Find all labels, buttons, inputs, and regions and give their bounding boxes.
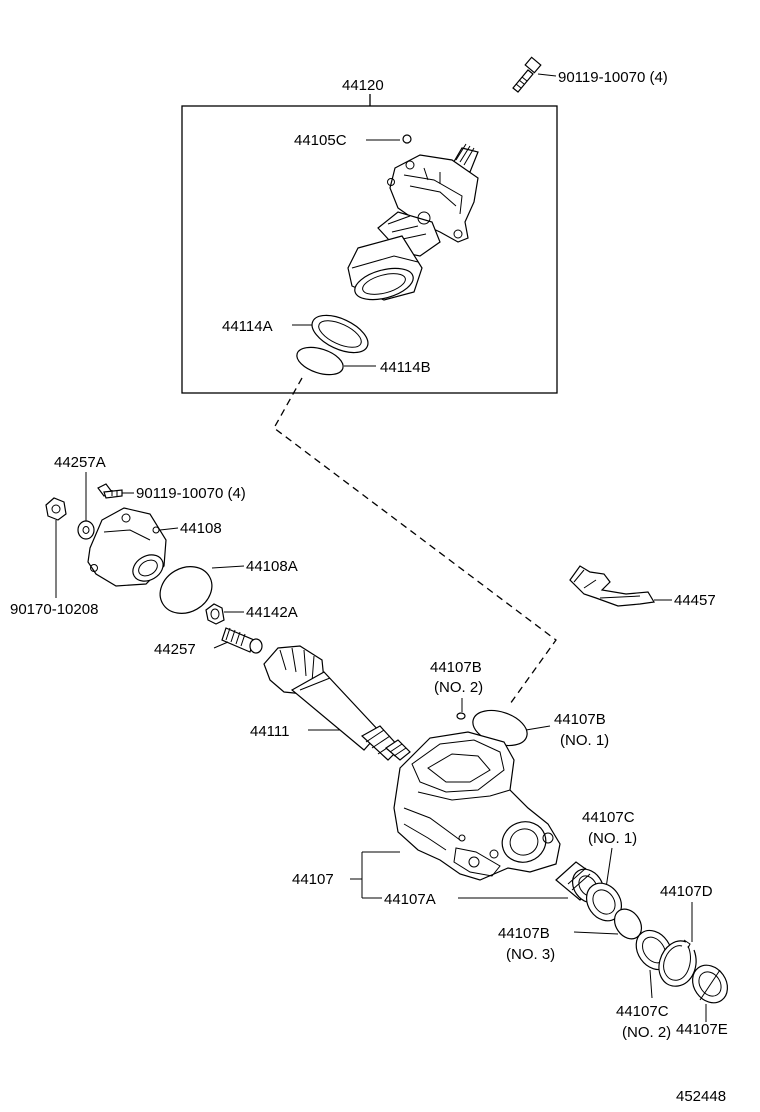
callout-44107D: 44107D	[660, 883, 713, 900]
callout-44114A: 44114A	[222, 318, 273, 335]
callout-90170: 90170-10208	[10, 601, 98, 618]
callout-90119-left: 90119-10070 (4)	[136, 485, 246, 502]
callout-44107B-no2-sub: (NO. 2)	[434, 679, 483, 696]
callout-44107B-no1: 44107B	[554, 711, 606, 728]
callout-bracket-44107	[350, 851, 568, 899]
callout-44114B: 44114B	[380, 359, 431, 376]
callout-44108: 44108	[180, 520, 222, 537]
callout-44120: 44120	[342, 77, 384, 94]
oring-44108A	[159, 565, 245, 614]
callout-44107C-no1: 44107C	[582, 809, 635, 826]
callout-44107C-no1-sub: (NO. 1)	[588, 830, 637, 847]
gear-housing-44107	[393, 731, 561, 881]
callout-44107B-no3-sub: (NO. 3)	[506, 946, 555, 963]
callout-44107B-no2: 44107B	[430, 659, 482, 676]
oring-44107B-no3	[613, 908, 643, 940]
bolt-left	[97, 483, 134, 499]
callout-44107A: 44107A	[384, 891, 436, 908]
valve-assembly-box	[181, 94, 558, 394]
sector-shaft-44111	[263, 645, 411, 761]
ring-44107E	[691, 964, 729, 1004]
callout-44107C-no2: 44107C	[616, 1003, 669, 1020]
callout-44142A: 44142A	[246, 604, 298, 621]
oring-44107B-no2	[456, 712, 466, 720]
nut-44142A	[205, 603, 244, 625]
screw-44257	[213, 627, 263, 654]
control-valve-assembly	[347, 143, 479, 301]
callout-44107E: 44107E	[676, 1021, 728, 1038]
clip-44457	[569, 565, 672, 607]
washer-44257A	[77, 520, 95, 540]
callout-44111: 44111	[250, 723, 290, 740]
callout-44108A: 44108A	[246, 558, 298, 575]
callout-90119-top: 90119-10070 (4)	[558, 69, 668, 86]
callout-44107B-no3: 44107B	[498, 925, 550, 942]
bolt-top-right	[512, 56, 557, 93]
pin-44105C	[402, 134, 412, 144]
callout-44107B-no1-sub: (NO. 1)	[560, 732, 609, 749]
assembly-dashed-line	[273, 377, 557, 705]
callout-44105C: 44105C	[294, 132, 347, 149]
callout-44107C-no2-sub: (NO. 2)	[622, 1024, 671, 1041]
bearing-44107A	[555, 861, 605, 904]
figure-number: 452448	[676, 1088, 726, 1105]
callout-44257: 44257	[154, 641, 196, 658]
oring-44114B	[296, 346, 376, 376]
nut-90170	[45, 497, 67, 598]
callout-44457: 44457	[674, 592, 716, 609]
callout-44107: 44107	[292, 871, 334, 888]
ring-44114A	[292, 314, 369, 354]
cover-44108	[87, 507, 179, 587]
callout-44257A: 44257A	[54, 454, 106, 471]
